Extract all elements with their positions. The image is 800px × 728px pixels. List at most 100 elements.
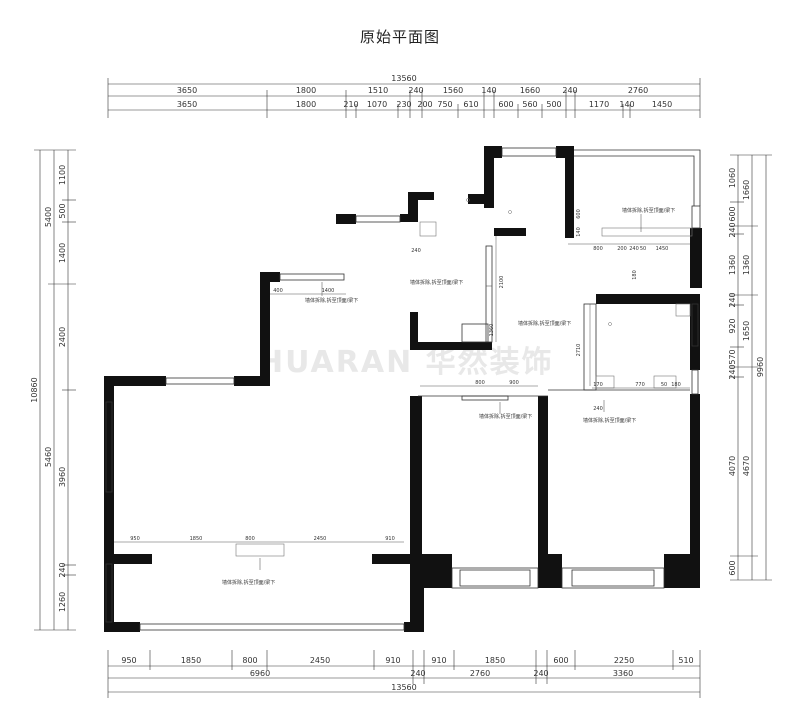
- dim-label: 1560: [443, 86, 463, 95]
- dim-label: 500: [546, 100, 561, 109]
- dim-label: 50: [640, 246, 646, 252]
- windows-and-partitions: [105, 147, 701, 631]
- dim-label: 1800: [296, 86, 316, 95]
- demolition-hatches: [235, 221, 693, 557]
- right-dimensions: [730, 154, 772, 581]
- top-dimensions: [107, 78, 701, 118]
- left-dimensions: [34, 149, 76, 631]
- dim-label: 1850: [190, 536, 203, 542]
- dim-right-overall: 9960: [756, 357, 765, 377]
- dim-label: 1400: [322, 288, 335, 294]
- note-demolish: 墙体拆除,拆至顶面/梁下: [622, 207, 675, 214]
- dim-label: 3650: [177, 100, 197, 109]
- dim-label: 240: [411, 248, 421, 254]
- note-leaders: [259, 214, 642, 570]
- note-demolish: 墙体拆除,拆至顶面/梁下: [479, 413, 532, 420]
- dim-label: 240: [728, 364, 737, 379]
- dim-label: 1060: [728, 168, 737, 188]
- dim-label: 1400: [58, 243, 67, 263]
- note-demolish: 墙体拆除,拆至顶面/梁下: [222, 579, 275, 586]
- note-demolish: 墙体拆除,拆至顶面/梁下: [583, 417, 636, 424]
- dim-label: 1450: [656, 246, 669, 252]
- dim-label: 1450: [652, 100, 672, 109]
- dim-label: 240: [728, 222, 737, 237]
- dim-label: 2710: [576, 344, 582, 357]
- dim-label: 240: [562, 86, 577, 95]
- dim-label: 210: [343, 100, 358, 109]
- dim-label: 2450: [310, 656, 330, 665]
- dim-label: 2400: [58, 327, 67, 347]
- dim-label: 910: [385, 536, 395, 542]
- dim-label: 610: [463, 100, 478, 109]
- dim-label: 240: [593, 406, 603, 412]
- dim-label: 240: [410, 669, 425, 678]
- dim-label: 1360: [489, 324, 495, 337]
- dim-label: 3650: [177, 86, 197, 95]
- dim-label: 1850: [181, 656, 201, 665]
- bottom-dim-labels: 950 1850 800 2450 910 910 1850 600 2250 …: [121, 656, 693, 692]
- dim-label: 950: [121, 656, 136, 665]
- dim-label: 5460: [44, 447, 53, 467]
- dim-label: 240: [728, 292, 737, 307]
- dim-label: 1070: [367, 100, 387, 109]
- dim-label: 140: [619, 100, 634, 109]
- note-demolish: 墙体拆除,拆至顶面/梁下: [410, 279, 463, 286]
- dim-label: 910: [385, 656, 400, 665]
- dim-label: 600: [728, 206, 737, 221]
- dim-label: 5400: [44, 207, 53, 227]
- dim-label: 910: [431, 656, 446, 665]
- dim-label: 200: [617, 246, 627, 252]
- dim-label: 4070: [728, 456, 737, 476]
- dim-label: 1650: [742, 321, 751, 341]
- dim-label: 140: [481, 86, 496, 95]
- dim-label: 750: [437, 100, 452, 109]
- dim-label: 570: [728, 349, 737, 364]
- plan-title: 原始平面图: [359, 29, 440, 46]
- dim-label: 240: [58, 562, 67, 577]
- top-dim-labels: 13560 3650 1800 1510 240 1560 140 1660 2…: [177, 74, 672, 109]
- demolition-notes: 墙体拆除,拆至顶面/梁下 墙体拆除,拆至顶面/梁下 墙体拆除,拆至顶面/梁下 墙…: [222, 207, 675, 586]
- dim-label: 1170: [589, 100, 609, 109]
- dim-label: 1360: [728, 255, 737, 275]
- dim-label: 510: [678, 656, 693, 665]
- dim-label: 180: [671, 382, 681, 388]
- note-demolish: 墙体拆除,拆至顶面/梁下: [305, 297, 358, 304]
- dim-label: 600: [553, 656, 568, 665]
- dim-label: 950: [130, 536, 140, 542]
- dim-label: 6960: [250, 669, 270, 678]
- dim-label: 900: [509, 380, 519, 386]
- dim-label: 2760: [628, 86, 648, 95]
- dim-label: 140: [576, 227, 582, 237]
- dim-label: 500: [58, 203, 67, 218]
- dim-label: 1850: [485, 656, 505, 665]
- dim-label: 600: [498, 100, 513, 109]
- dim-label: 770: [635, 382, 645, 388]
- dim-label: 1260: [58, 592, 67, 612]
- dim-label: 560: [522, 100, 537, 109]
- left-dim-labels: 10860 5400 5460 1100 500 1400 2400 3960 …: [30, 165, 67, 612]
- watermark-text: HUARAN 华然装饰: [258, 345, 554, 380]
- dim-label: 200: [417, 100, 432, 109]
- dim-label: 3360: [613, 669, 633, 678]
- dim-bottom-overall: 13560: [391, 683, 416, 692]
- walls: [104, 146, 702, 632]
- dim-label: 1100: [58, 165, 67, 185]
- dim-label: 400: [273, 288, 283, 294]
- inner-dimension-lines: [114, 236, 690, 543]
- dim-label: 1660: [742, 180, 751, 200]
- bottom-dimensions: [107, 650, 701, 698]
- dim-label: 230: [396, 100, 411, 109]
- dim-label: 180: [632, 270, 638, 280]
- dim-left-overall: 10860: [30, 377, 39, 402]
- dim-label: 2760: [470, 669, 490, 678]
- dim-label: 920: [728, 318, 737, 333]
- note-demolish: 墙体拆除,拆至顶面/梁下: [518, 320, 571, 327]
- dim-label: 800: [245, 536, 255, 542]
- dim-label: 600: [576, 209, 582, 219]
- dim-label: 800: [593, 246, 603, 252]
- dim-label: 800: [242, 656, 257, 665]
- dim-label: 4670: [742, 456, 751, 476]
- dim-top-overall: 13560: [391, 74, 416, 83]
- dim-label: 600: [728, 560, 737, 575]
